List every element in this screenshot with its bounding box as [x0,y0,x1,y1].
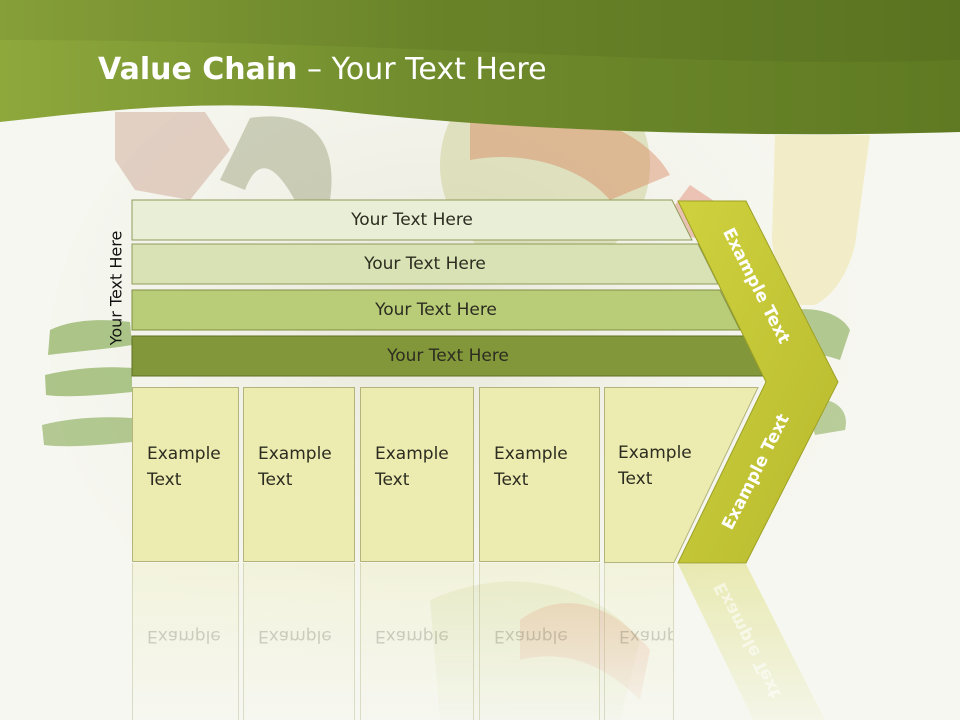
column-5-line2: Text [618,469,653,489]
column-5-line1: Example [618,443,692,463]
column-4-reflection-text: Example [494,626,568,646]
column-5-text: Example Text [618,440,692,492]
chevron-reflection [678,564,825,720]
column-3-reflection: Example [360,563,474,720]
column-4-reflection: Example [479,563,600,720]
title-rest: – Your Text Here [297,52,547,87]
column-1-line2: Text [147,470,182,490]
bar-3-label: Your Text Here [375,300,497,320]
column-2-reflection: Example [243,563,355,720]
column-2-reflection-text: Example [258,626,332,646]
column-2-line2: Text [258,470,293,490]
bar-3: Your Text Here [131,289,741,331]
column-5-reflection-text: Example [619,626,673,646]
column-1-reflection: Example [132,563,239,720]
column-1-reflection-text: Example [147,626,221,646]
chevron-shape [677,200,839,564]
bar-4-label: Your Text Here [387,346,509,366]
column-5-shape [604,387,759,563]
column-5-reflection: Example [604,563,674,720]
title-bold: Value Chain [98,52,298,87]
side-label: Your Text Here [106,230,126,346]
bar-4: Your Text Here [131,335,765,377]
bar-1: Your Text Here [131,199,693,241]
column-3-line1: Example [375,444,449,464]
bar-1-label: Your Text Here [351,210,473,230]
column-2-line1: Example [258,444,332,464]
column-3-reflection-text: Example [375,626,449,646]
column-3-line2: Text [375,470,410,490]
column-4-line1: Example [494,444,568,464]
column-1-line1: Example [147,444,221,464]
page-title: Value Chain – Your Text Here [98,52,547,87]
bar-2-label: Your Text Here [364,254,486,274]
bar-2: Your Text Here [131,243,719,285]
column-4-line2: Text [494,470,529,490]
